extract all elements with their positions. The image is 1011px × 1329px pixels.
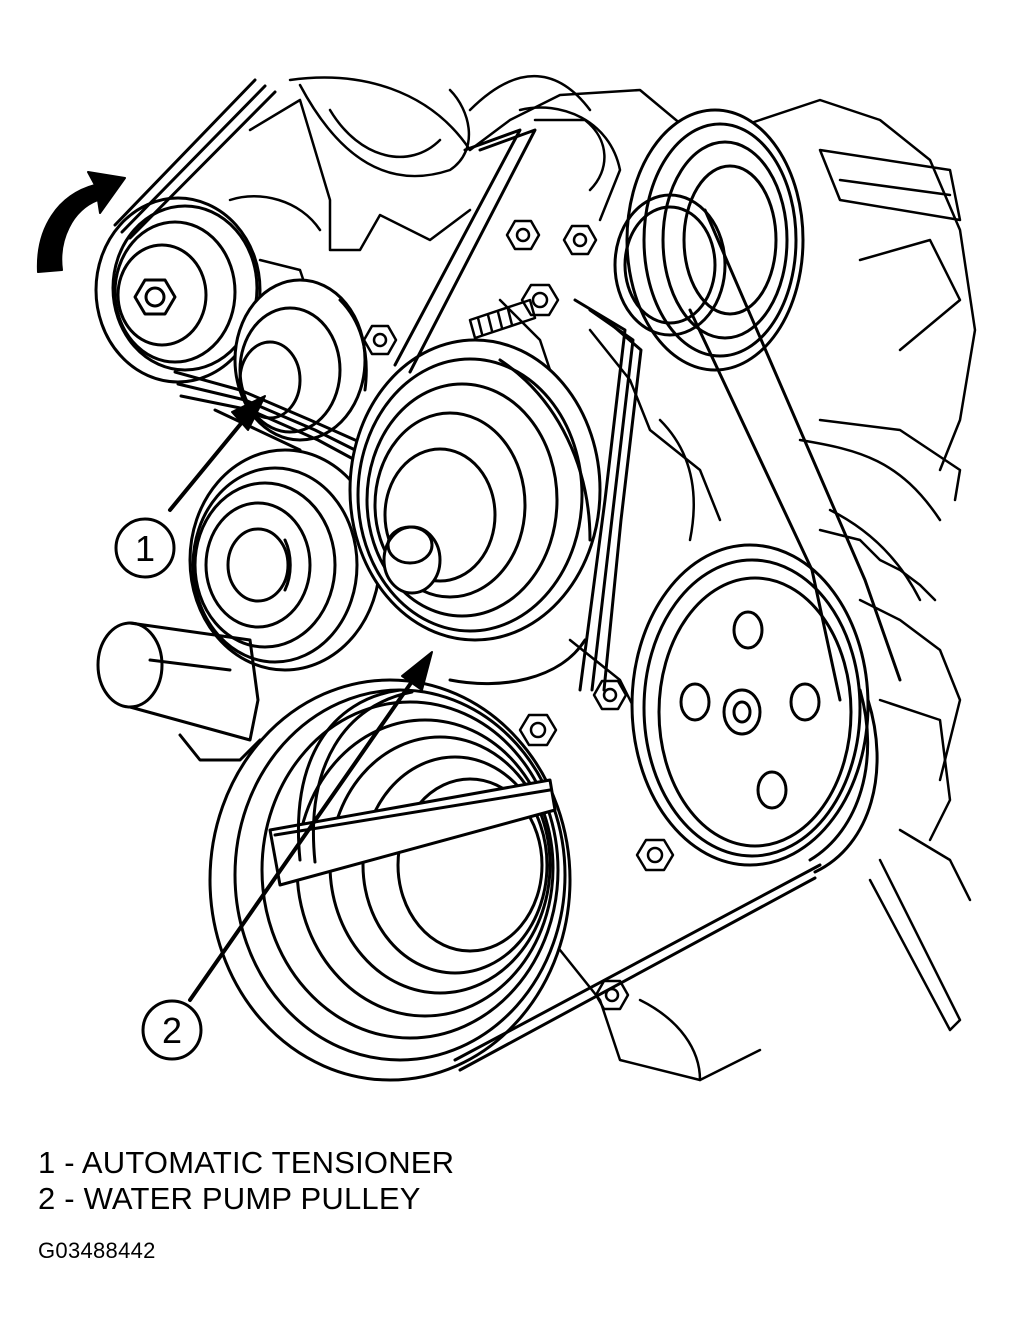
callout-1-number: 1 (135, 528, 155, 569)
leader-arrow-1 (168, 395, 266, 512)
rotation-arrow-icon (36, 171, 126, 273)
figure-id: G03488442 (38, 1238, 156, 1263)
belt-routing-illustration: 1 2 (36, 74, 977, 1082)
coolant-outlet (96, 621, 262, 762)
callout-2: 2 (141, 999, 203, 1061)
upper-right-pulley (625, 108, 805, 372)
engine-block-background (228, 74, 977, 1082)
leader-arrow-2 (188, 651, 433, 1002)
water-pump-pulley (348, 338, 602, 686)
callout-2-number: 2 (162, 1010, 182, 1051)
serpentine-belt (297, 128, 902, 1072)
callout-1: 1 (114, 517, 176, 579)
legend-item-automatic-tensioner: 1 - AUTOMATIC TENSIONER (38, 1145, 455, 1180)
automatic-tensioner (233, 278, 368, 442)
power-steering-pulley (630, 543, 870, 867)
legend-item-water-pump-pulley: 2 - WATER PUMP PULLEY (38, 1181, 421, 1216)
crankshaft-pulley (208, 678, 572, 1082)
belt-left-span (113, 78, 357, 462)
idler-pulley-top (94, 196, 262, 384)
